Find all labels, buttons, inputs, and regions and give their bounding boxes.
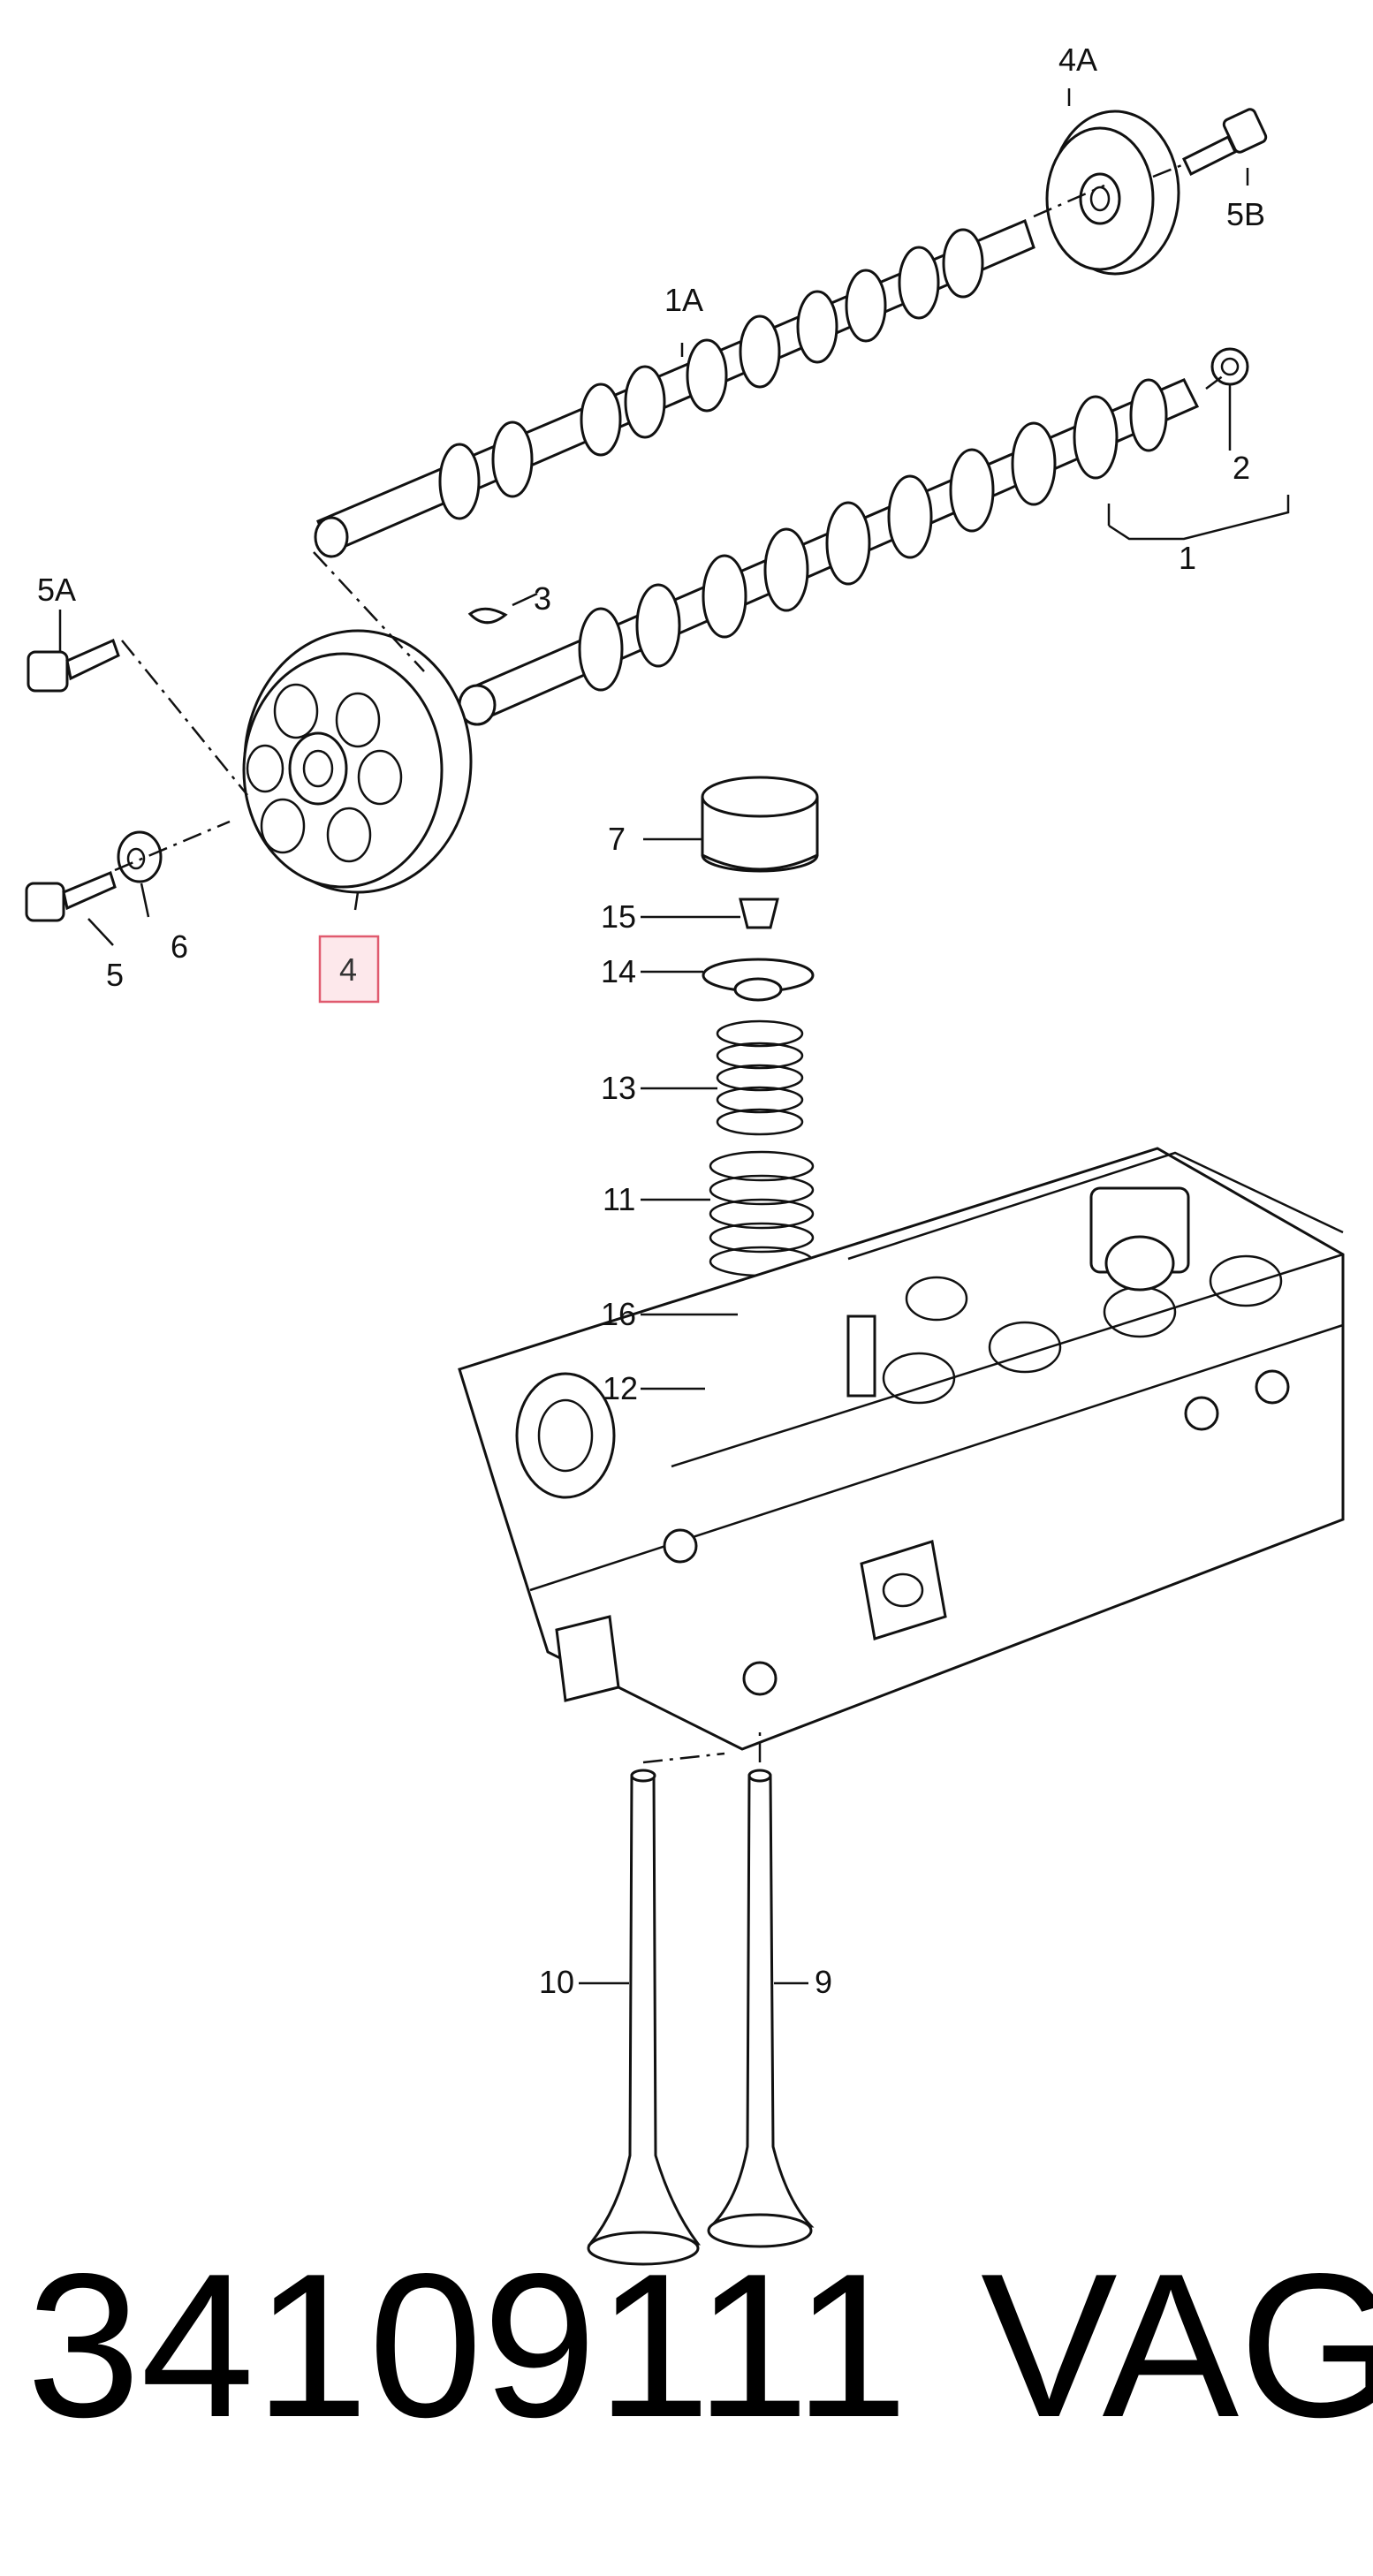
label-3: 3 [534, 580, 551, 617]
label-13: 13 [601, 1070, 636, 1106]
label-11: 11 [603, 1181, 635, 1217]
inner-spring-13 [716, 1019, 804, 1136]
label-10: 10 [539, 1964, 574, 2000]
tappet-7 [701, 776, 819, 873]
brand-name: VAG [981, 2231, 1373, 2460]
label-5: 5 [106, 957, 124, 993]
camshaft-gear-4 [242, 629, 473, 894]
label-16: 16 [601, 1296, 636, 1332]
leader-lines [58, 88, 1290, 1985]
camshaft-1a [314, 218, 1035, 558]
bolt-5a [27, 638, 120, 693]
label-4: 4 [339, 951, 357, 988]
label-6: 6 [171, 928, 188, 965]
cotters-15 [739, 898, 779, 929]
label-12: 12 [603, 1370, 638, 1406]
intake-valve-9 [707, 1769, 815, 2248]
label-15: 15 [601, 898, 636, 935]
label-9: 9 [815, 1964, 832, 2000]
label-4a: 4A [1058, 42, 1097, 78]
bolt-5b [1182, 108, 1268, 177]
spring-cap-14 [702, 958, 815, 1002]
label-14: 14 [601, 953, 636, 989]
camshaft-1 [458, 378, 1200, 726]
label-5a: 5A [37, 572, 76, 608]
woodruff-key-3 [467, 607, 508, 625]
exhaust-valve-10 [587, 1769, 701, 2266]
outer-spring-11 [709, 1150, 815, 1277]
bolt-5 [25, 870, 117, 922]
camshaft-gear-4a [1045, 110, 1180, 276]
label-5b: 5B [1226, 196, 1265, 232]
label-7: 7 [608, 821, 626, 857]
sprocket-2 [1210, 347, 1249, 386]
cylinder-head [458, 1147, 1345, 1751]
part-number: 34109111 [27, 2231, 908, 2460]
label-1: 1 [1179, 540, 1196, 576]
highlight-box-4 [318, 935, 380, 1004]
label-1a: 1A [664, 282, 703, 318]
label-2: 2 [1233, 450, 1250, 486]
washer-6 [117, 830, 163, 883]
